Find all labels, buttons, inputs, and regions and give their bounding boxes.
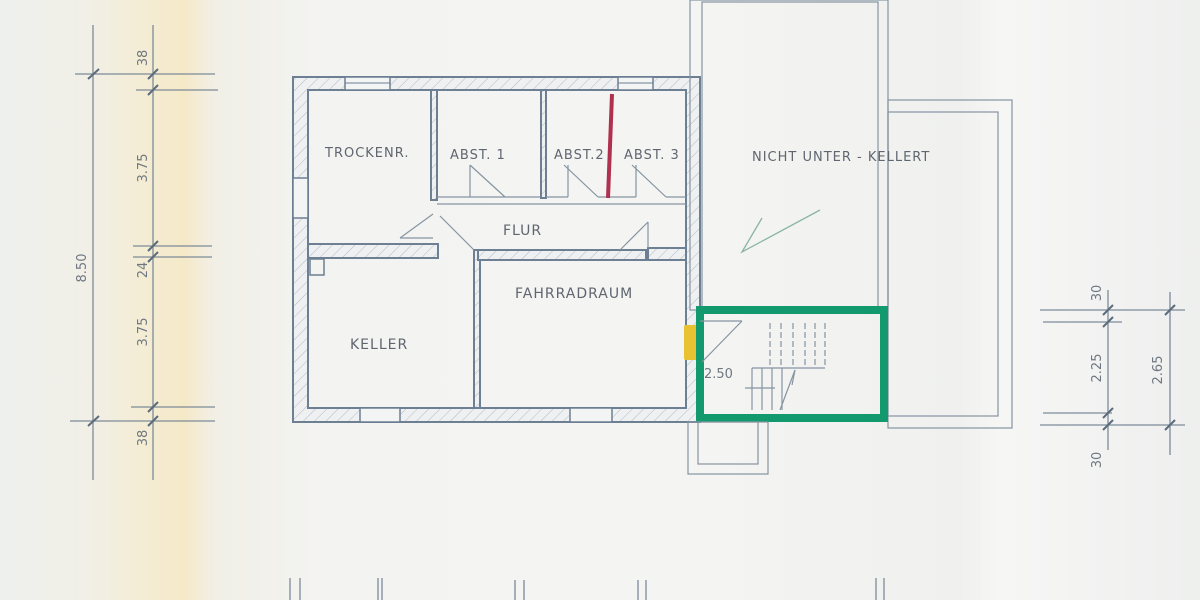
dim-right-top: 30 <box>1090 285 1105 302</box>
bottom-section-marks <box>289 578 885 600</box>
dim-right-bottom: 30 <box>1090 452 1105 469</box>
dim-segment-bottom: 38 <box>136 430 151 447</box>
room-label-fahrradraum: FAHRRADRAUM <box>515 286 633 302</box>
right-dimension-chain: 30 2.25 30 2.65 <box>1040 285 1185 469</box>
stair-height-label: 2.50 <box>704 367 733 382</box>
dim-segment-upper: 3.75 <box>136 154 151 183</box>
dim-segment-lower: 3.75 <box>136 318 151 347</box>
room-label-abst2: ABST.2 <box>554 148 605 163</box>
dim-segment-mid: 24 <box>136 262 151 279</box>
unbasemented-area: NICHT UNTER - KELLERT <box>689 0 1013 429</box>
room-label-keller: KELLER <box>350 337 408 353</box>
stairwell: 2.50 <box>687 306 888 475</box>
dim-right-overall: 2.65 <box>1151 356 1166 385</box>
dim-segment-top: 38 <box>136 50 151 67</box>
room-label-abst3: ABST. 3 <box>624 148 680 163</box>
dim-overall-height: 8.50 <box>75 254 90 283</box>
room-label-abst1: ABST. 1 <box>450 148 506 163</box>
room-label-trockenraum: TROCKENR. <box>324 146 409 161</box>
label-nicht-unterkellert: NICHT UNTER - KELLERT <box>752 150 930 165</box>
left-dimension-chain: 8.50 38 3.75 24 3.75 38 <box>70 25 218 480</box>
building-walls <box>292 76 701 423</box>
room-label-flur: FLUR <box>503 223 542 239</box>
dim-right-inner: 2.25 <box>1090 354 1105 383</box>
